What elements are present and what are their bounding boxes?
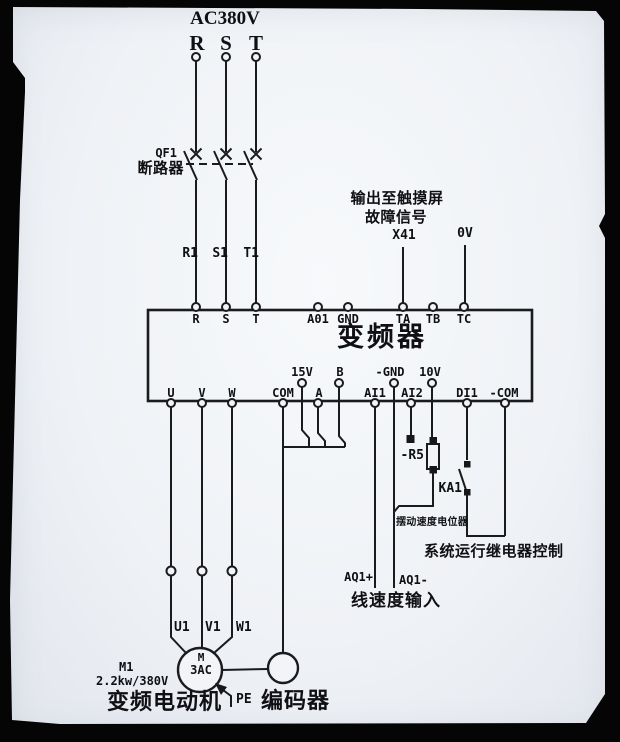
term-bot-gnd: -GND bbox=[375, 365, 405, 379]
encoder-cable-wires bbox=[282, 387, 346, 652]
motor-type-label: 3AC bbox=[190, 663, 212, 677]
line-speed-minus-label: AQ1- bbox=[399, 573, 428, 587]
term-top-r: R bbox=[192, 312, 200, 326]
wire-label-r1: R1 bbox=[182, 246, 198, 261]
line-speed-wires bbox=[374, 387, 395, 588]
term-bot-di1: DI1 bbox=[456, 386, 478, 400]
breaker-symbol bbox=[183, 147, 263, 303]
relay-contact-symbol bbox=[458, 407, 506, 537]
motor-term-v1: V1 bbox=[205, 620, 221, 635]
encoder-symbol bbox=[221, 651, 300, 685]
wire-label-t1: T1 bbox=[243, 246, 259, 261]
inverter-title: 变频器 bbox=[337, 322, 427, 352]
motor-term-u1: U1 bbox=[174, 620, 190, 635]
motor-phase-label: M bbox=[197, 651, 205, 664]
term-bot-u: U bbox=[167, 386, 175, 400]
line-speed-name-label: 线速度输入 bbox=[351, 591, 441, 610]
supply-wires bbox=[191, 52, 261, 152]
term-bot-10v: 10V bbox=[419, 365, 441, 379]
term-top-t: T bbox=[252, 312, 260, 326]
term-bot-mcom: -COM bbox=[489, 386, 519, 400]
term-bot-v: V bbox=[198, 386, 206, 400]
phase-label-t: T bbox=[248, 31, 264, 55]
potentiometer-name-label: 摆动速度电位器 bbox=[396, 517, 469, 528]
fault-output-line1: 输出至触摸屏 bbox=[350, 190, 444, 207]
phase-label-r: R bbox=[189, 31, 205, 55]
motor-id-label: M1 bbox=[119, 660, 134, 674]
breaker-name-label: 断路器 bbox=[137, 160, 184, 177]
term-bot-ai2: AI2 bbox=[401, 386, 423, 400]
potentiometer-id-label: -R5 bbox=[400, 448, 424, 463]
motor-feeder-wires bbox=[165, 407, 238, 654]
wire-label-s1: S1 bbox=[212, 246, 228, 261]
inverter-bottom-terminals bbox=[166, 378, 510, 408]
terminal-label-x41: X41 bbox=[392, 228, 416, 243]
term-top-s: S bbox=[222, 312, 230, 326]
motor-name-label: 变频电动机 bbox=[107, 689, 223, 714]
pe-label: PE bbox=[236, 692, 252, 707]
term-top-a01: A01 bbox=[307, 312, 329, 326]
term-bot-15v: 15V bbox=[291, 365, 313, 379]
fault-signal-wires bbox=[402, 245, 466, 303]
term-bot-b: B bbox=[336, 365, 344, 379]
encoder-name-label: 编码器 bbox=[261, 688, 331, 713]
relay-name-label: 系统运行继电器控制 bbox=[424, 543, 564, 560]
relay-id-label: KA1 bbox=[438, 481, 462, 496]
term-bot-w: W bbox=[228, 386, 236, 400]
terminal-label-0v: 0V bbox=[457, 226, 473, 241]
term-bot-ai1: AI1 bbox=[364, 386, 386, 400]
term-bot-com: COM bbox=[272, 386, 294, 400]
line-speed-plus-label: AQ1+ bbox=[344, 570, 373, 584]
pe-arrow bbox=[215, 683, 232, 707]
fault-output-line2: 故障信号 bbox=[364, 209, 428, 226]
term-top-tb: TB bbox=[425, 312, 441, 326]
supply-voltage-label: AC380V bbox=[190, 8, 260, 29]
motor-term-w1: W1 bbox=[236, 620, 252, 635]
phase-label-s: S bbox=[220, 31, 232, 55]
motor-rating-label: 2.2kw/380V bbox=[96, 674, 169, 688]
term-top-ta: TA bbox=[395, 312, 411, 326]
term-top-gnd: GND bbox=[337, 312, 359, 326]
breaker-id-label: QF1 bbox=[155, 146, 177, 160]
inverter-top-terminals bbox=[191, 302, 469, 312]
term-top-tc: TC bbox=[456, 312, 472, 326]
term-bot-a: A bbox=[315, 386, 323, 400]
potentiometer-symbol bbox=[393, 387, 440, 513]
